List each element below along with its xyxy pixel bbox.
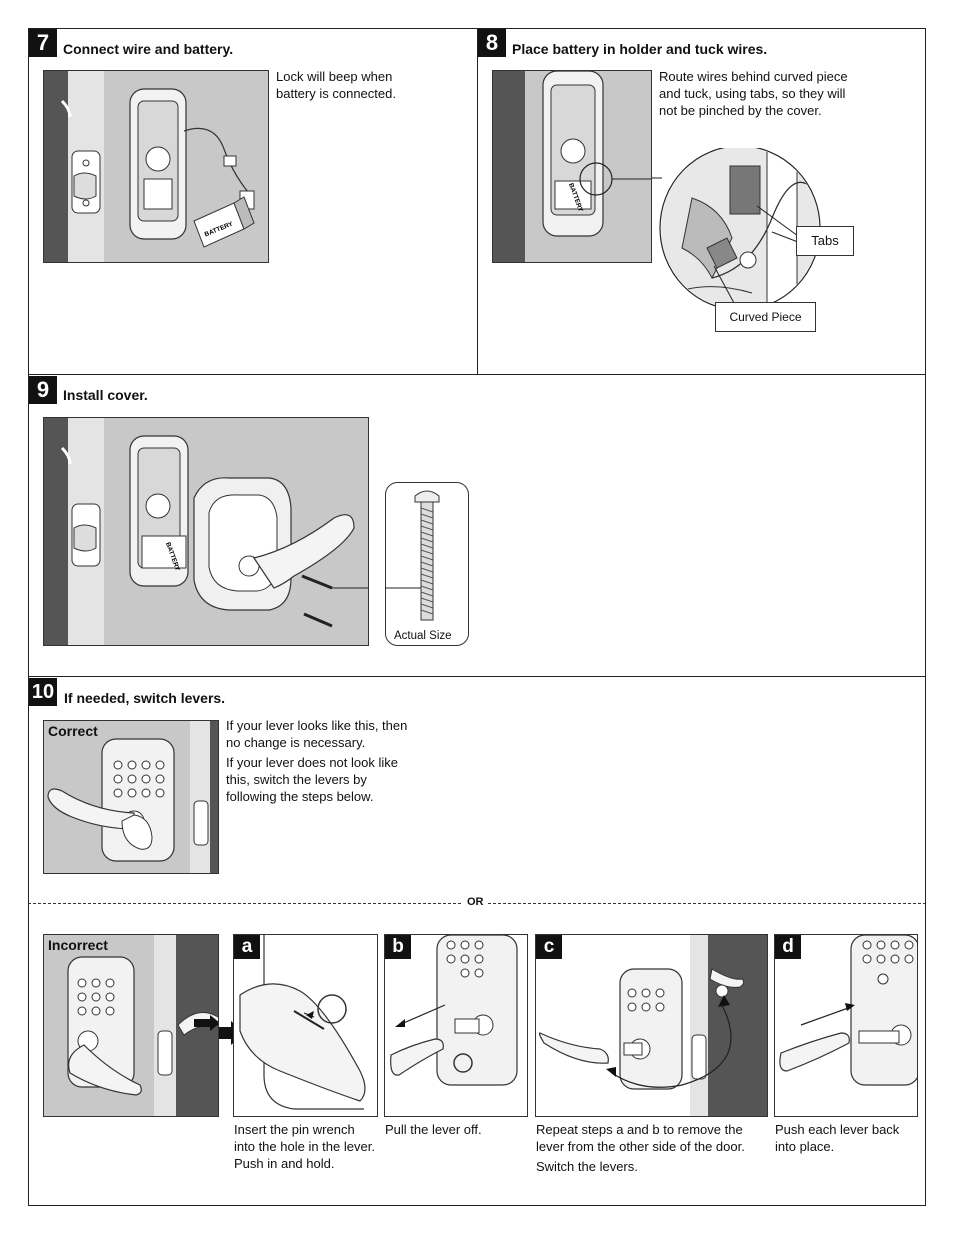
substep-c-text-2: Switch the levers. (536, 1159, 638, 1174)
step-7-note: Lock will beep when battery is connected… (276, 69, 396, 101)
substep-c-letter: c (536, 935, 562, 959)
substep-a-text: Insert the pin wrench into the hole in t… (234, 1122, 375, 1171)
substep-d-text: Push each lever back into place. (775, 1122, 900, 1154)
divider-row1 (28, 374, 926, 375)
step-8-zoom-detail (652, 148, 821, 311)
incorrect-label: Incorrect (48, 937, 108, 953)
step-9-title: Install cover. (63, 387, 148, 403)
step-7-illustration: BATTERY (43, 70, 269, 263)
step-7-number: 7 (29, 29, 57, 57)
substep-a-illustration: a (233, 934, 378, 1117)
callout-tabs: Tabs (796, 226, 854, 256)
substep-d-illustration: d (774, 934, 918, 1117)
incorrect-illustration (43, 934, 219, 1117)
substep-b-text: Pull the lever off. (385, 1122, 482, 1137)
divider-7-8 (477, 28, 478, 375)
substep-b-letter: b (385, 935, 411, 959)
substep-c-illustration: c (535, 934, 768, 1117)
step-9-illustration: BATTERY (43, 417, 369, 646)
substep-d-letter: d (775, 935, 801, 959)
screw-actual-size (385, 482, 469, 646)
arrow-to-substep-a (219, 1021, 245, 1045)
substep-c-text: Repeat steps a and b to remove the lever… (536, 1122, 745, 1154)
callout-curved-piece: Curved Piece (715, 302, 816, 332)
step-10-note-2: If your lever does not look like this, s… (226, 755, 398, 804)
step-8-note: Route wires behind curved piece and tuck… (659, 69, 848, 118)
step-8-illustration: BATTERY (492, 70, 652, 263)
screw-label: Actual Size (394, 630, 452, 642)
step-10-title: If needed, switch levers. (64, 690, 226, 706)
step-8-title: Place battery in holder and tuck wires. (512, 41, 768, 57)
or-label: OR (463, 896, 488, 908)
step-9-number: 9 (29, 376, 57, 404)
step-7-title: Connect wire and battery. (63, 41, 234, 57)
substep-a-letter: a (234, 935, 260, 959)
correct-illustration (43, 720, 219, 874)
step-10-note-1: If your lever looks like this, then no c… (226, 718, 408, 750)
substep-b-illustration: b (384, 934, 528, 1117)
correct-label: Correct (48, 723, 98, 739)
step-8-number: 8 (478, 29, 506, 57)
step-10-number: 10 (29, 678, 57, 706)
divider-row2 (28, 676, 926, 677)
